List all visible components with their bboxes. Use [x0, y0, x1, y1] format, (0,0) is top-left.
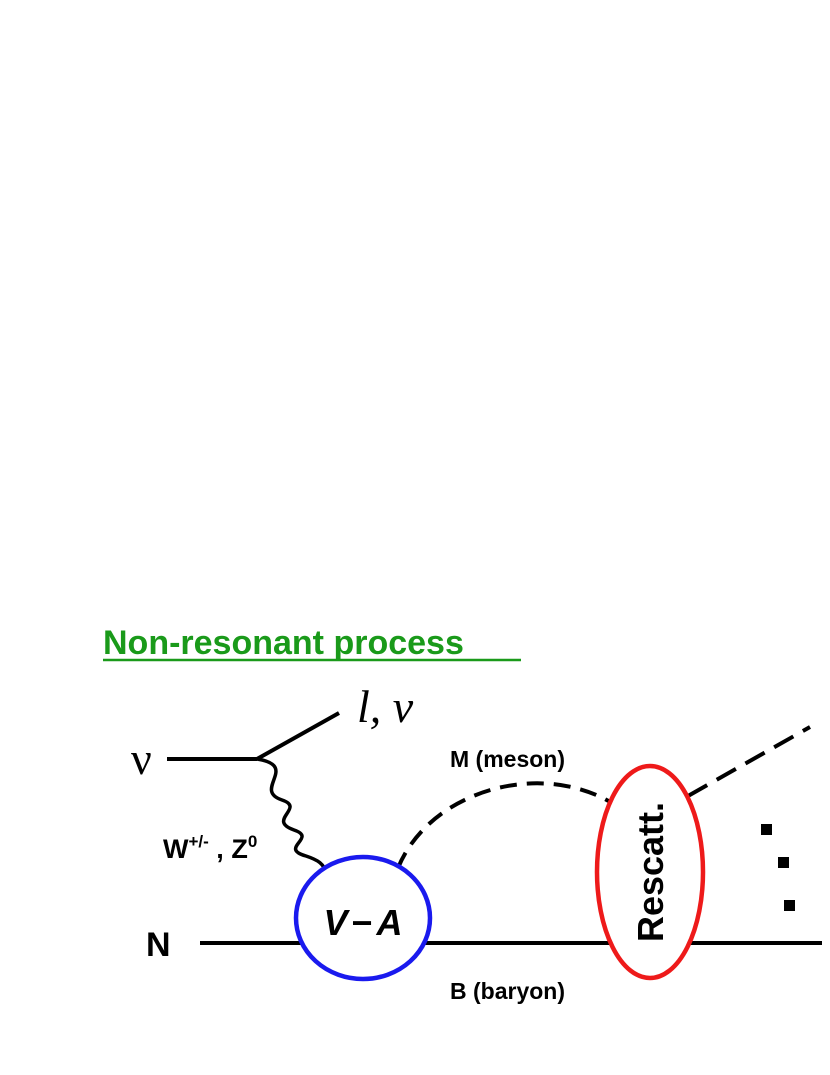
- vertex-label: V−A: [323, 902, 402, 943]
- baryon-label: B (baryon): [450, 978, 565, 1004]
- outgoing-lepton-label: l, ν: [357, 681, 414, 732]
- continuation-dot: [778, 857, 789, 868]
- rescatter-label: Rescatt.: [630, 802, 671, 942]
- continuation-dot: [784, 900, 795, 911]
- meson-propagator: [396, 781, 614, 869]
- boson-propagator: [256, 757, 331, 874]
- incoming-neutrino-label: ν: [131, 733, 152, 784]
- continuation-dot: [761, 824, 772, 835]
- outgoing-lepton-line: [256, 711, 340, 761]
- slide-title: Non-resonant process: [103, 624, 464, 662]
- nucleon-label: N: [146, 926, 171, 964]
- outgoing-meson-line: [687, 725, 811, 798]
- rescatter-blob: [594, 763, 706, 981]
- boson-label: W+/- , Z0: [163, 832, 257, 864]
- meson-label: M (meson): [450, 746, 565, 772]
- vertex-v-minus-a: [293, 854, 433, 982]
- continuation-dots-icon: [761, 824, 795, 911]
